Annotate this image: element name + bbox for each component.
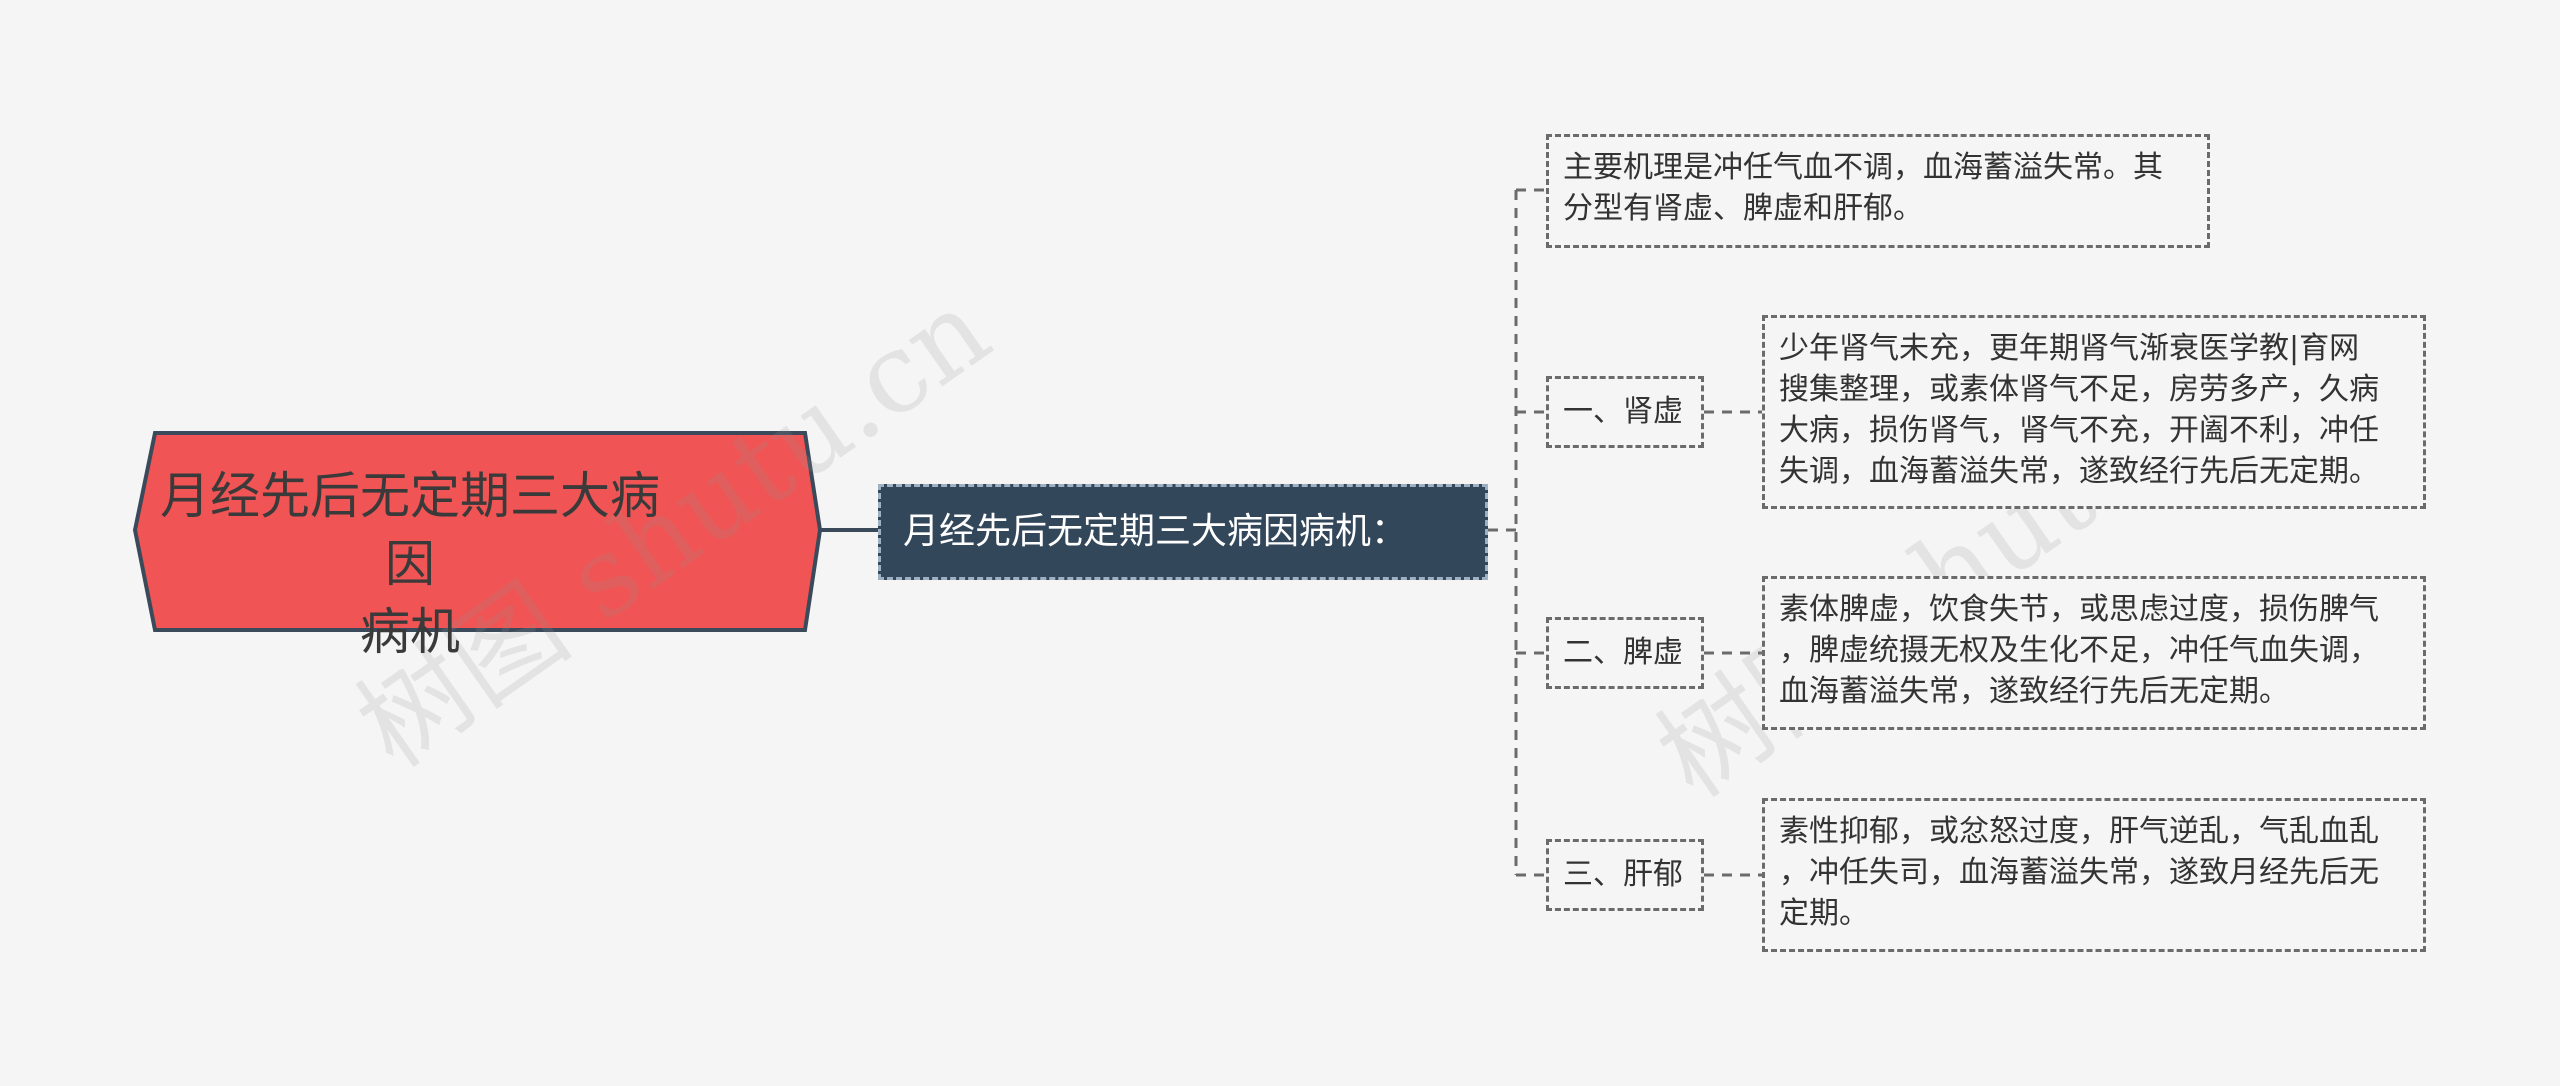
hub-label: 月经先后无定期三大病因病机： — [903, 511, 1408, 552]
root-line-1: 月经先后无定期三大病因 — [160, 467, 660, 593]
branch-detail-pixu[interactable]: 素体脾虚，饮食失节，或思虑过度，损伤脾气 ，脾虚统摄无权及生化不足，冲任气血失调… — [1762, 576, 2426, 730]
detail-line: 素性抑郁，或忿怒过度，肝气逆乱，气乱血乱 — [1779, 814, 2379, 849]
detail-line: 血海蓄溢失常，遂致经行先后无定期。 — [1779, 674, 2289, 709]
detail-line: ，冲任失司，血海蓄溢失常，遂致月经先后无 — [1779, 855, 2379, 890]
detail-line: 搜集整理，或素体肾气不足，房劳多产，久病 — [1779, 372, 2379, 407]
branch-label-pixu-text: 二、脾虚 — [1563, 635, 1683, 670]
root-node-shape[interactable] — [132, 431, 823, 632]
detail-line: 少年肾气未充，更年期肾气渐衰医学教|育网 — [1779, 331, 2360, 366]
branch-detail-ganyu[interactable]: 素性抑郁，或忿怒过度，肝气逆乱，气乱血乱 ，冲任失司，血海蓄溢失常，遂致月经先后… — [1762, 798, 2426, 952]
detail-line: 失调，血海蓄溢失常，遂致经行先后无定期。 — [1779, 454, 2379, 489]
branch-detail-shenxu[interactable]: 少年肾气未充，更年期肾气渐衰医学教|育网 搜集整理，或素体肾气不足，房劳多产，久… — [1762, 315, 2426, 509]
detail-line: ，脾虚统摄无权及生化不足，冲任气血失调， — [1779, 633, 2379, 668]
branch-label-ganyu-text: 三、肝郁 — [1563, 857, 1683, 892]
summary-node[interactable]: 主要机理是冲任气血不调，血海蓄溢失常。其 分型有肾虚、脾虚和肝郁。 — [1546, 134, 2210, 248]
root-line-2: 病机 — [360, 603, 460, 661]
branch-label-shenxu[interactable]: 一、肾虚 — [1546, 376, 1704, 448]
detail-line: 素体脾虚，饮食失节，或思虑过度，损伤脾气 — [1779, 592, 2379, 627]
root-node-label: 月经先后无定期三大病因 病机 — [150, 462, 670, 666]
detail-line: 大病，损伤肾气，肾气不充，开阖不利，冲任 — [1779, 413, 2379, 448]
hub-node[interactable]: 月经先后无定期三大病因病机： — [878, 484, 1488, 580]
branch-label-pixu[interactable]: 二、脾虚 — [1546, 617, 1704, 689]
detail-line: 定期。 — [1779, 896, 1869, 931]
summary-line-1: 主要机理是冲任气血不调，血海蓄溢失常。其 — [1563, 150, 2163, 185]
branch-label-shenxu-text: 一、肾虚 — [1563, 394, 1683, 429]
branch-label-ganyu[interactable]: 三、肝郁 — [1546, 839, 1704, 911]
summary-line-2: 分型有肾虚、脾虚和肝郁。 — [1563, 191, 1923, 226]
